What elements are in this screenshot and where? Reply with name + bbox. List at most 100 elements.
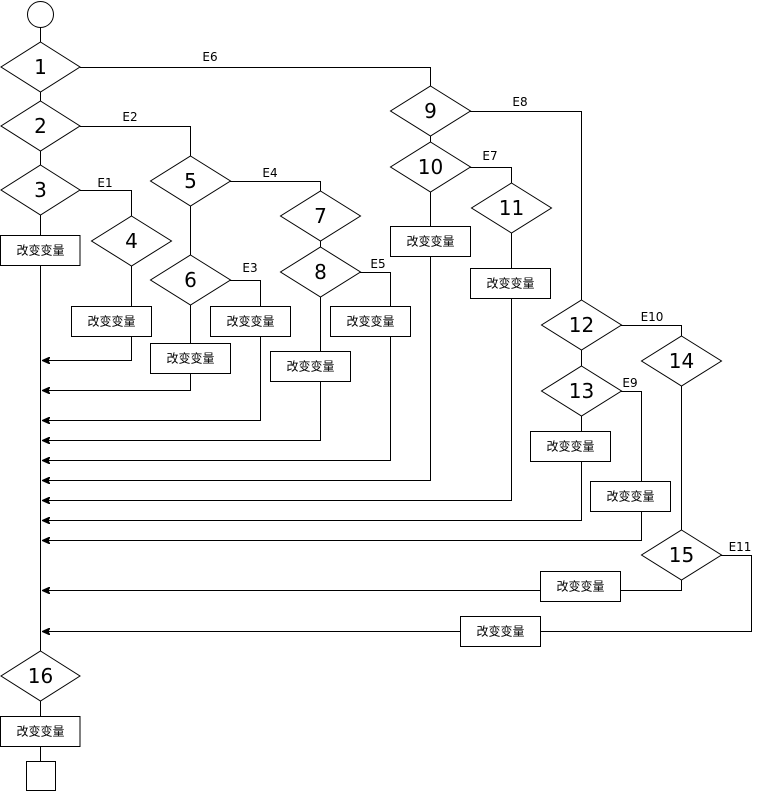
action-box [470,268,551,299]
decision-13: 13 [540,365,623,417]
return-arrow-10 [42,256,431,481]
action-after-11: 改变变量 [470,268,551,299]
return-arrow-e5 [42,336,391,461]
connector-15-to-action [620,580,682,591]
decision-10: 10 [389,141,472,193]
return-arrow-6 [42,373,191,391]
action-box [390,226,471,257]
return-arrow-e3 [42,336,261,421]
decision-diamond [279,246,362,298]
action-label: 改变变量 [226,314,274,329]
start-circle-icon [27,1,54,28]
decision-label: 13 [569,379,594,403]
decision-8: 8 [279,246,362,298]
decision-diamond [0,164,81,216]
action-label: 改变变量 [16,724,64,739]
action-box [590,481,671,512]
decision-label: 8 [314,260,327,284]
action-label: 改变变量 [286,359,334,374]
decision-label: 14 [669,349,694,373]
decision-nodes: 1 2 3 4 5 6 7 8 [0,41,723,702]
edge-label-e6: E6 [202,50,217,64]
action-box [460,616,541,647]
edge-label-e3: E3 [242,261,257,275]
decision-diamond [0,650,81,702]
decision-label: 10 [418,155,443,179]
action-box [0,235,81,266]
action-after-3: 改变变量 [0,235,81,266]
edge-label-e4: E4 [262,166,277,180]
decision-12: 12 [540,299,623,351]
action-branch-e11: 改变变量 [460,616,541,647]
action-label: 改变变量 [606,489,654,504]
decision-diamond [389,141,472,193]
connector-12-to-14 [621,325,682,336]
decision-label: 7 [314,204,327,228]
decision-15: 15 [640,529,723,581]
action-box [540,571,621,602]
connector-5-to-7 [230,181,321,191]
decision-diamond [279,190,362,242]
decision-diamond [470,182,553,234]
decision-label: 11 [499,196,524,220]
action-box [270,351,351,382]
decision-5: 5 [149,155,232,207]
decision-label: 1 [34,55,47,79]
connector-9-to-12 [470,111,582,300]
decision-diamond [90,215,173,267]
decision-diamond [640,335,723,387]
action-branch-e5: 改变变量 [330,306,411,337]
decision-6: 6 [149,254,232,306]
decision-3: 3 [0,164,81,216]
connector-6-to-action-e3 [230,280,261,307]
decision-diamond [149,155,232,207]
action-after-15: 改变变量 [540,571,621,602]
edge-label-e1: E1 [97,176,112,190]
decision-label: 3 [34,178,47,202]
decision-diamond [640,529,723,581]
action-label: 改变变量 [556,579,604,594]
action-after-4: 改变变量 [71,306,152,337]
edge-label-e7: E7 [482,149,497,163]
action-label: 改变变量 [486,276,534,291]
action-box [71,306,152,337]
decision-diamond [540,365,623,417]
action-label: 改变变量 [346,314,394,329]
connector-8-to-action-e5 [360,272,391,307]
decision-7: 7 [279,190,362,242]
action-box [210,306,291,337]
return-arrow-11 [42,298,512,501]
end-square-icon [26,761,56,791]
edge-label-e11: E11 [729,540,752,554]
action-label: 改变变量 [546,439,594,454]
decision-diamond [0,100,81,152]
action-box [0,716,81,747]
edge-label-e10: E10 [641,310,664,324]
return-arrow-13 [42,461,582,521]
action-after-16: 改变变量 [0,716,81,747]
action-label: 改变变量 [476,624,524,639]
action-branch-e3: 改变变量 [210,306,291,337]
return-arrow-4 [42,336,132,361]
action-label: 改变变量 [406,234,454,249]
edge-label-e2: E2 [122,110,137,124]
decision-diamond [389,85,472,137]
connector-3-to-4 [80,190,132,216]
action-boxes: 改变变量 改变变量 改变变量 改变变量 改变变量 改变变量 改变变量 改变变量 [0,226,671,747]
decision-1: 1 [0,41,81,93]
decision-diamond [540,299,623,351]
action-label: 改变变量 [87,314,135,329]
decision-label: 5 [184,169,197,193]
action-after-13: 改变变量 [530,431,611,462]
decision-9: 9 [389,85,472,137]
decision-label: 2 [34,114,47,138]
decision-label: 16 [28,664,53,688]
decision-label: 4 [125,229,138,253]
connector-1-to-9 [80,67,431,86]
action-after-8: 改变变量 [270,351,351,382]
connectors [40,27,752,761]
action-label: 改变变量 [16,243,64,258]
decision-label: 9 [424,99,437,123]
edge-label-e5: E5 [370,257,385,271]
